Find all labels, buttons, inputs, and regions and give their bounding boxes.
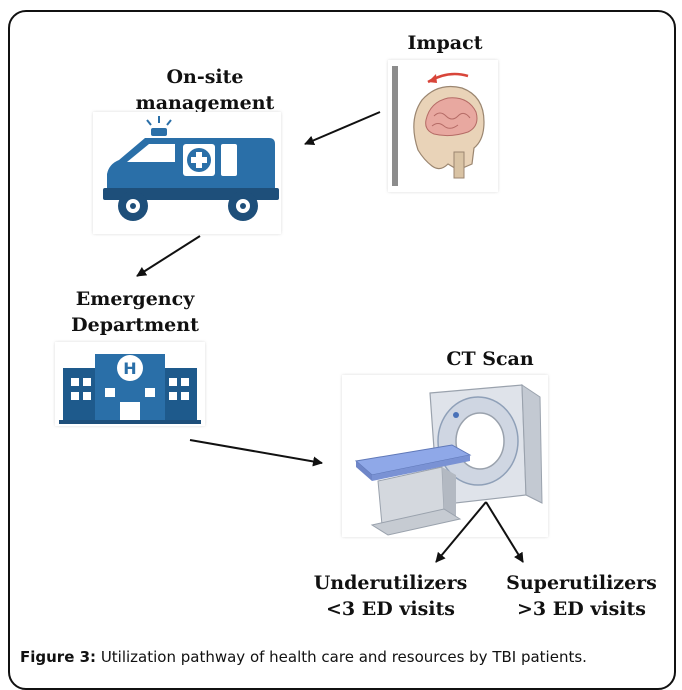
onsite-label-line2: management bbox=[135, 92, 275, 114]
underutilizers-line1: Underutilizers bbox=[313, 572, 468, 594]
hospital-icon: H bbox=[59, 354, 201, 424]
arrow-ct-to-underutilizers bbox=[435, 501, 487, 563]
superutilizers-line2: >3 ED visits bbox=[517, 598, 646, 620]
underutilizers-label: Underutilizers <3 ED visits bbox=[298, 570, 483, 622]
superutilizers-line1: Superutilizers bbox=[506, 572, 657, 594]
svg-text:H: H bbox=[123, 359, 136, 378]
skull-brain-impact-icon bbox=[392, 66, 485, 186]
caption-text: Utilization pathway of health care and r… bbox=[96, 648, 587, 666]
impact-label: Impact bbox=[407, 32, 483, 54]
ct-card bbox=[342, 375, 548, 537]
figure-caption: Figure 3: Utilization pathway of health … bbox=[20, 648, 587, 666]
onsite-label: On-site management bbox=[120, 64, 290, 116]
underutilizers-line2: <3 ED visits bbox=[326, 598, 455, 620]
ct-scanner-icon bbox=[354, 384, 543, 536]
ambulance-card bbox=[93, 112, 281, 234]
flow-arrows bbox=[136, 111, 524, 563]
impact-card bbox=[388, 60, 498, 192]
arrow-onsite-to-ed bbox=[136, 235, 201, 277]
ed-label-line2: Department bbox=[71, 314, 199, 336]
arrow-ct-to-superutilizers bbox=[485, 501, 524, 563]
arrow-impact-to-onsite bbox=[304, 111, 381, 146]
caption-label: Figure 3: bbox=[20, 648, 97, 666]
ambulance-icon bbox=[103, 116, 279, 221]
hospital-card: H bbox=[55, 342, 205, 426]
ed-label-line1: Emergency bbox=[75, 288, 195, 310]
ct-label: CT Scan bbox=[446, 348, 534, 370]
ed-label: Emergency Department bbox=[55, 286, 215, 338]
onsite-label-line1: On-site bbox=[166, 66, 244, 88]
arrow-ed-to-ct bbox=[189, 439, 323, 467]
superutilizers-label: Superutilizers >3 ED visits bbox=[494, 570, 669, 622]
